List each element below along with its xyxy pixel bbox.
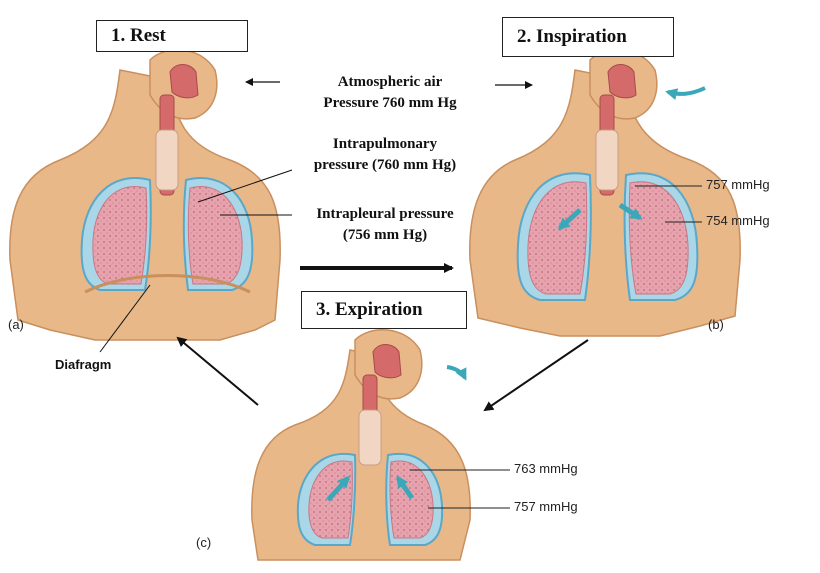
stage-expiration-label: 3. Expiration	[301, 291, 467, 329]
atmospheric-label-line1: Atmospheric air	[290, 72, 490, 93]
inspiration-intrapleural-value: 754 mmHg	[706, 213, 770, 228]
panel-tag-b: (b)	[708, 317, 724, 332]
panel-tag-a: (a)	[8, 317, 24, 332]
torso-rest	[10, 50, 280, 340]
atmospheric-label: Atmospheric air Pressure 760 mm Hg	[290, 72, 490, 114]
intrapleural-label: Intrapleural pressure (756 mm Hg)	[287, 204, 483, 246]
expiration-to-rest-arrow	[178, 338, 258, 405]
intrapleural-label-line1: Intrapleural pressure	[287, 204, 483, 225]
intrapulmonary-label-line2: pressure (760 mm Hg)	[285, 155, 485, 176]
stage-rest-label: 1. Rest	[96, 20, 248, 52]
expiration-intrapleural-value: 757 mmHg	[514, 499, 578, 514]
panel-tag-c: (c)	[196, 535, 211, 550]
diafragm-label: Diafragm	[55, 357, 111, 372]
inhale-flow-arrow	[668, 88, 705, 94]
stage-inspiration-label: 2. Inspiration	[502, 17, 674, 57]
expiration-intrapulmonary-value: 763 mmHg	[514, 461, 578, 476]
exhale-flow-arrow	[447, 367, 465, 378]
intrapulmonary-label-line1: Intrapulmonary	[285, 134, 485, 155]
inspiration-intrapulmonary-value: 757 mmHg	[706, 177, 770, 192]
torso-inspiration	[470, 50, 740, 336]
intrapleural-label-line2: (756 mm Hg)	[287, 225, 483, 246]
torso-expiration	[252, 330, 470, 560]
intrapulmonary-label: Intrapulmonary pressure (760 mm Hg)	[285, 134, 485, 176]
atmospheric-label-line2: Pressure 760 mm Hg	[290, 93, 490, 114]
inspiration-to-expiration-arrow	[485, 340, 588, 410]
